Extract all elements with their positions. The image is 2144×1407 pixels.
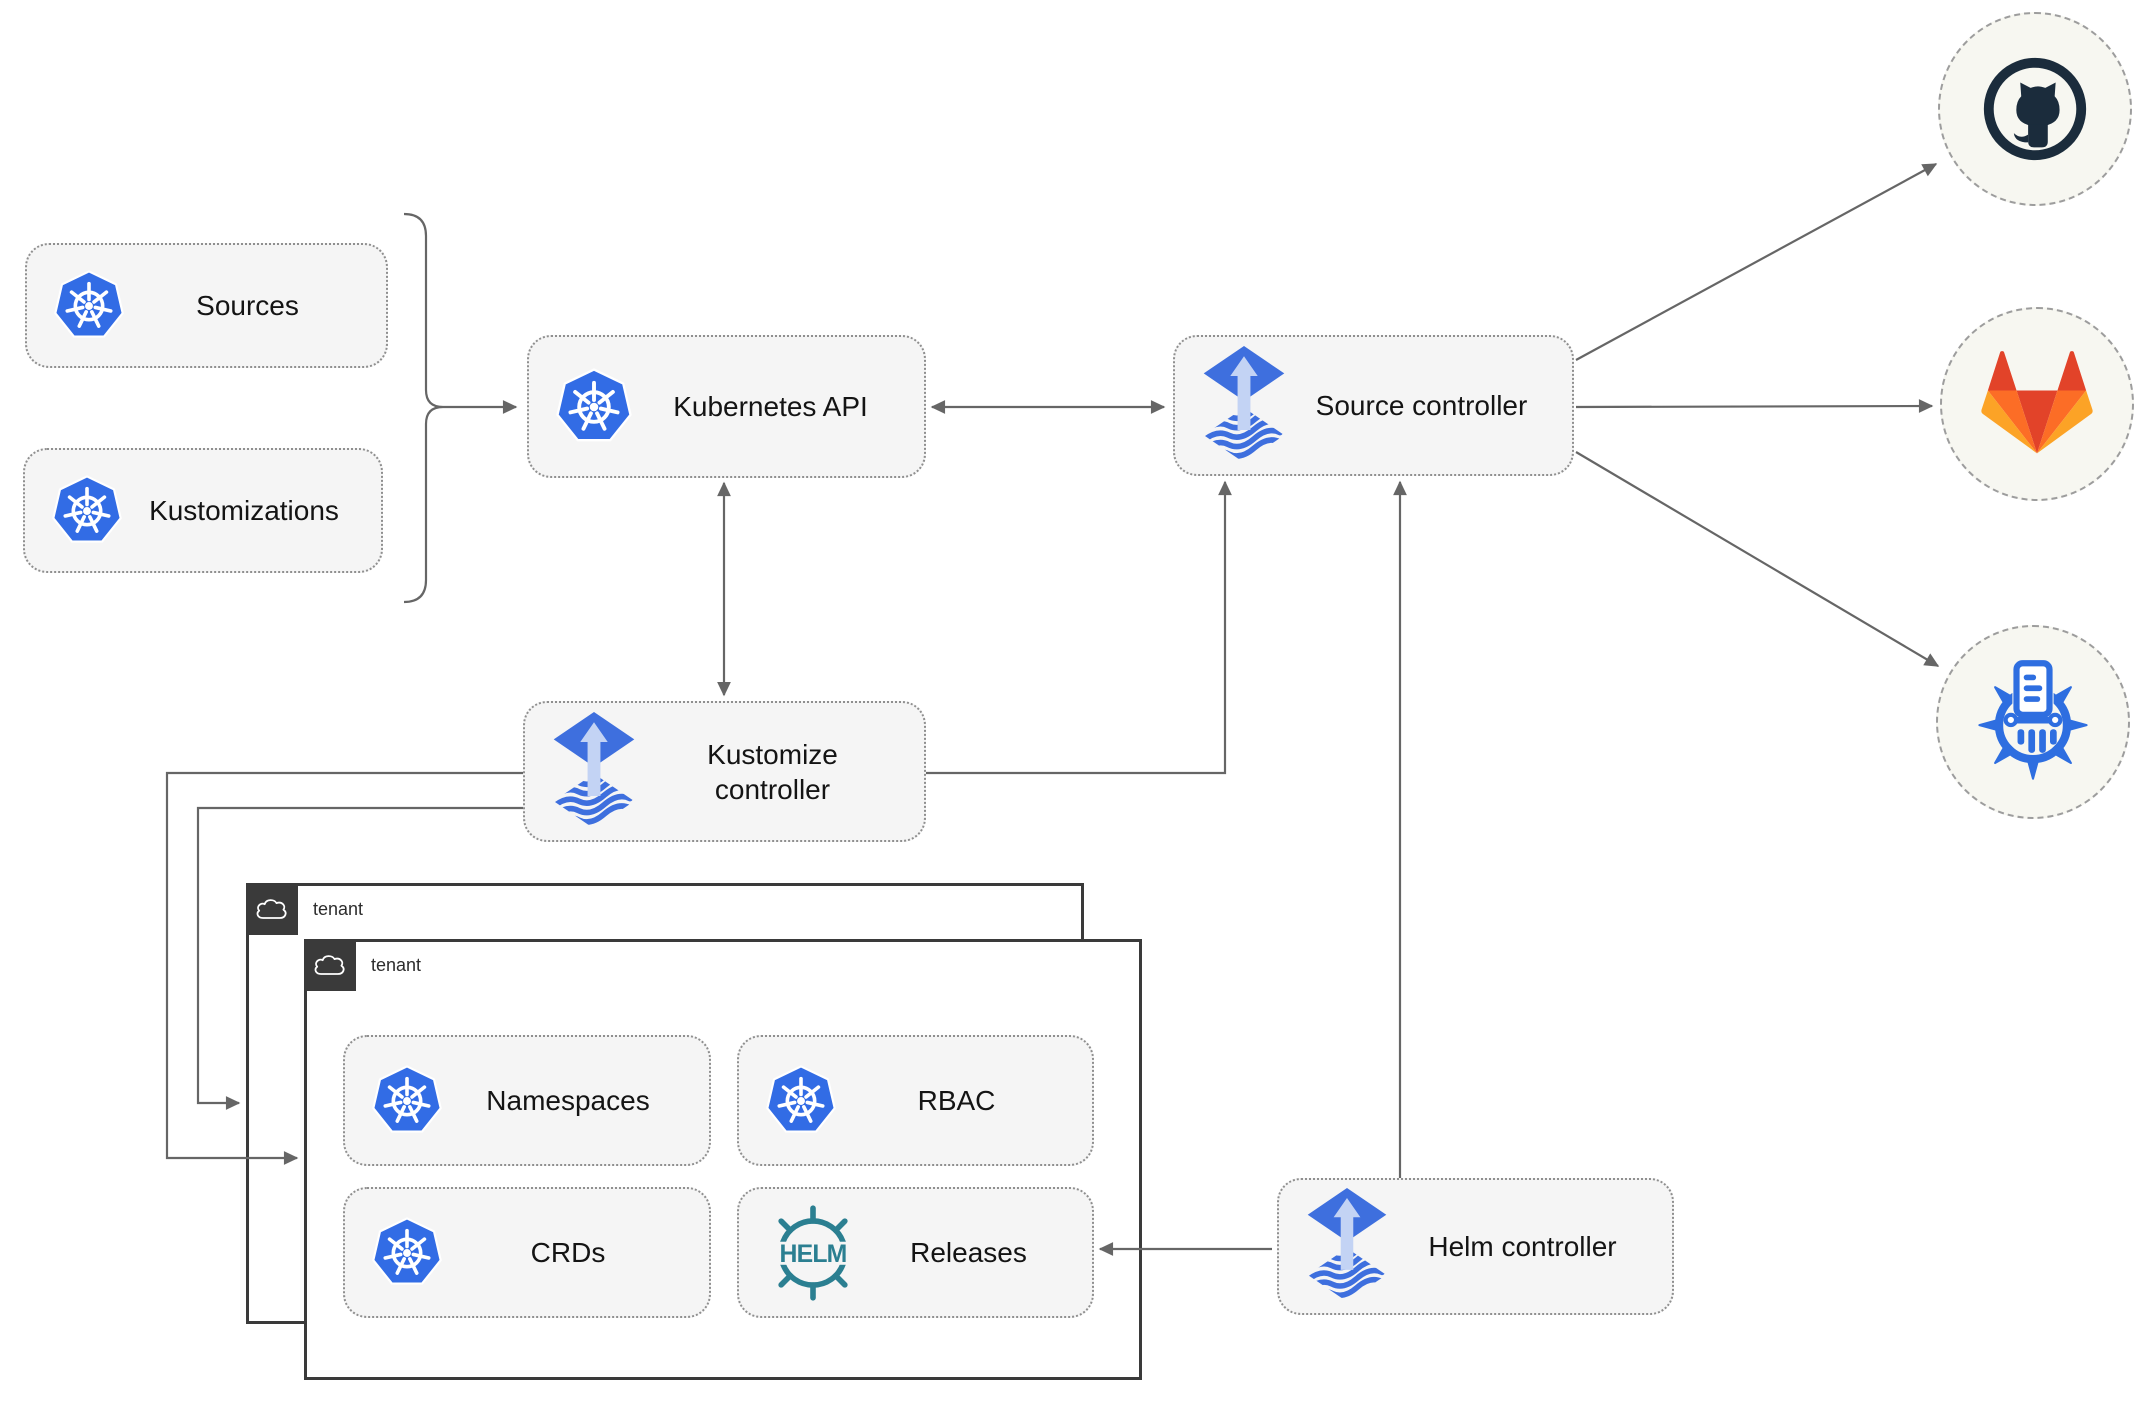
node-label: Kubernetes API (673, 391, 868, 422)
flux-icon (1305, 1188, 1389, 1305)
brace-sources-group (403, 212, 444, 604)
github-octocat-icon (1976, 50, 2094, 168)
node-source-controller: Source controller (1173, 335, 1574, 476)
tenant-badge (304, 939, 356, 991)
gitlab-tanuki-icon (1981, 351, 2093, 458)
arrow-kustomize-to-source-controller (926, 480, 1232, 775)
node-label: Sources (196, 290, 299, 321)
node-kustomize-controller: Kustomize controller (523, 701, 926, 842)
node-label: CRDs (530, 1237, 606, 1268)
node-namespaces: Namespaces (343, 1035, 711, 1166)
cloud-icon (254, 895, 290, 923)
flux-icon (1201, 346, 1287, 466)
chartmuseum-registry-icon (1971, 655, 2095, 789)
node-label: Source controller (1315, 390, 1528, 421)
node-crds: CRDs (343, 1187, 711, 1318)
arrow-source-to-github (1575, 163, 1938, 361)
node-releases: Releases (737, 1187, 1094, 1318)
tenant-label: tenant (313, 899, 364, 919)
node-kubernetes-api: Kubernetes API (527, 335, 926, 478)
external-github (1938, 12, 2132, 206)
node-label: Namespaces (486, 1085, 650, 1116)
external-gitlab (1940, 307, 2134, 501)
arrow-source-to-gitlab (1575, 399, 1934, 413)
kubernetes-icon (555, 368, 633, 446)
node-rbac: RBAC (737, 1035, 1094, 1166)
kubernetes-icon (765, 1065, 837, 1137)
node-label: Kustomizations (149, 495, 339, 526)
tenant-badge (246, 883, 298, 935)
external-chartmuseum (1936, 625, 2130, 819)
node-label: Helm controller (1428, 1231, 1617, 1262)
flux-icon (551, 712, 637, 832)
kubernetes-icon (53, 270, 125, 342)
cloud-icon (312, 951, 348, 979)
kubernetes-icon (51, 475, 123, 547)
node-label: Releases (910, 1237, 1027, 1268)
kubernetes-icon (371, 1217, 443, 1289)
helm-wheel-icon (765, 1205, 861, 1301)
node-label: RBAC (917, 1085, 996, 1116)
node-sources: Sources (25, 243, 388, 368)
arrow-source-to-chartmuseum (1575, 451, 1940, 667)
tenant-label: tenant (371, 955, 422, 975)
kubernetes-icon (371, 1065, 443, 1137)
node-label: Kustomize controller (707, 738, 838, 805)
node-helm-controller: Helm controller (1277, 1178, 1674, 1315)
node-kustomizations: Kustomizations (23, 448, 383, 573)
